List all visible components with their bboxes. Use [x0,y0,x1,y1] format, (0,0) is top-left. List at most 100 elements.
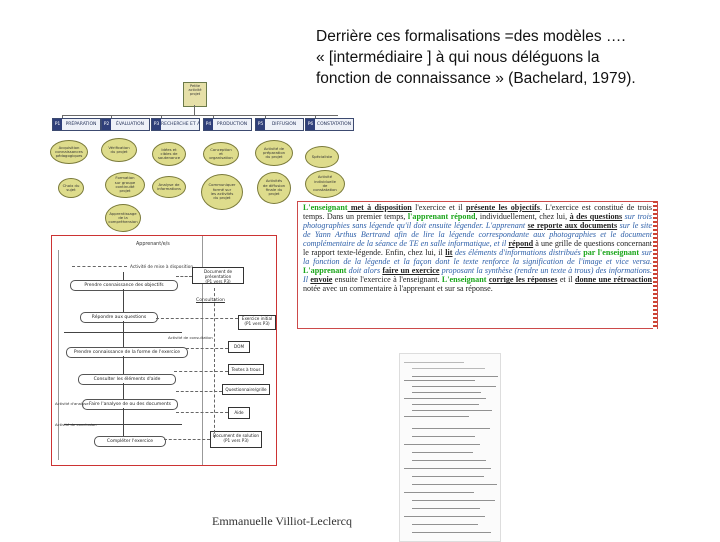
handwriting-line [404,492,474,493]
handwriting-line [412,476,484,477]
phase-label: DIFFUSION [263,122,296,127]
handwriting-line [404,516,485,517]
phase-label: PRÉPARATION [57,122,97,127]
excerpt-actor-teacher: L'enseignant [442,275,487,284]
excerpt-verb: répond [508,239,533,248]
excerpt-verb: envoie [310,275,332,284]
title-line-1: Derrière ces formalisations =des modèles… [316,26,711,47]
excerpt-text: , individuellement, chez lui, [475,212,569,221]
activity-5: Faire l'analyse de ou des documents [82,399,178,410]
activity-diagram: Apprenant/e/s Activité de mise à disposi… [51,235,277,466]
document-initial-exercise: Exercice initial (P1 vers P3) [238,315,276,330]
task-oval-8: Formation sur groupe continuité projet [105,172,145,198]
excerpt-verb: à des questions [570,212,623,221]
side-label-conclusion: Activité de conclusion [55,422,97,427]
excerpt-text: et il [557,275,575,284]
title-line-3: fonction de connaissance » (Bachelard, 1… [316,68,711,89]
document-aide: Aide [228,407,250,419]
document-solution: Document de solution (P1 vers P3) [210,431,262,448]
handwriting-line [404,444,480,445]
task-oval-6: Spécialiste [305,146,339,168]
phase-label: PRODUCTION [208,122,247,127]
phase-number: P4 [204,119,213,130]
handwriting-line [412,524,478,525]
task-oval-5: Activité de préparation du projet [255,140,293,166]
handwriting-line [412,428,490,429]
excerpt-verb: met à disposition [348,203,412,212]
handwriting-line [404,380,475,381]
phase-label: ÉVALUATION [107,122,144,127]
scenario-text-excerpt: L'enseignant met à disposition l'exercic… [297,201,658,329]
document-text-holes: Textes à trous [228,364,264,375]
slide-title: Derrière ces formalisations =des modèles… [316,26,711,89]
handwriting-line [412,460,486,461]
top-note: Activité de mise à disposition [130,265,193,270]
handwriting-line [412,368,485,369]
excerpt-text: notée avec un commentaire à l'apprenant … [303,284,493,293]
task-oval-4: Conception et organisation [203,142,239,166]
task-oval-3: Idées et cibles de soutenance [152,142,186,166]
side-label-consultation-activity: Activité de consultation [168,335,213,340]
title-line-2: « [intermédiaire ] à qui nous déléguons … [316,47,711,68]
handwriting-line [412,508,480,509]
handwriting-line [412,500,495,501]
phase-number: P6 [306,119,315,130]
excerpt-text: l'exercice et il [412,203,466,212]
phase-number: P2 [102,119,111,130]
handwriting-line [412,532,491,533]
task-oval-9: Analyse de informations [152,176,186,198]
excerpt-verb: corrige les réponses [489,275,558,284]
task-oval-10: Communiquer formé sur les activités du p… [201,174,243,210]
activity-2: Répondre aux questions [80,312,158,323]
task-oval-12: Activité individuelle de constatation [305,170,345,198]
lane-label: Apprenant/e/s [136,242,170,247]
handwriting-line [404,416,469,417]
phase-number: P1 [53,119,62,130]
handwriting-line [412,484,497,485]
handwriting-line [404,362,464,363]
excerpt-verb: lit [445,248,452,257]
handwriting-line [412,376,498,377]
handwriting-line [412,404,479,405]
handwriting-line [412,436,475,437]
activity-1: Prendre connaissance des objectifs [70,280,178,291]
handwriting-line [404,398,486,399]
author-name: Emmanuelle Villiot-Leclercq [212,514,352,529]
excerpt-actor-teacher: par l'enseignant [583,248,639,257]
side-label-consultation: Consultation [196,298,225,303]
task-oval-7: Choix du sujet [58,178,84,198]
excerpt-verb: présente les objectifs [466,203,540,212]
excerpt-verb: faire un exercice [382,266,439,275]
handwriting-line [412,410,492,411]
handwriting-line [412,452,473,453]
task-oval-2: Vérification du projet [101,138,137,162]
task-oval-13: Apprentissage de la compréhension [105,204,141,232]
excerpt-resource: doit alors [346,266,382,275]
excerpt-actor-learner: l'apprenant répond [408,212,476,221]
task-oval-11: Activités de diffusion finale du projet [257,172,291,204]
handwriting-line [404,468,491,469]
task-oval-1: Acquisition connaissances pédagogiques [50,140,88,164]
phase-number: P5 [256,119,265,130]
activity-6: Compléter l'exercice [94,436,166,447]
excerpt-text: ensuite l'exercice à l'enseignant. [332,275,442,284]
handwriting-line [412,386,496,387]
chart-root-box: Petite activité projet [183,82,207,107]
document-presentation: Document de présentation (P1 vers P3) [192,267,244,284]
excerpt-margin-marker [653,201,657,329]
phase-number: P3 [152,119,161,130]
side-label-analysis: Activité d'analyse [55,401,89,406]
activity-4: Consulter les éléments d'aide [78,374,176,385]
excerpt-resource: des éléments d'informations distribués [453,248,584,257]
activity-3: Prendre connaissance de la forme de l'ex… [66,347,188,358]
excerpt-actor-learner: L'apprenant [303,266,346,275]
handwritten-exercise-thumbnail [399,353,501,542]
document-questionnaire: Questionnaire/grille [222,384,270,395]
excerpt-verb: donne une rétroaction [575,275,652,284]
